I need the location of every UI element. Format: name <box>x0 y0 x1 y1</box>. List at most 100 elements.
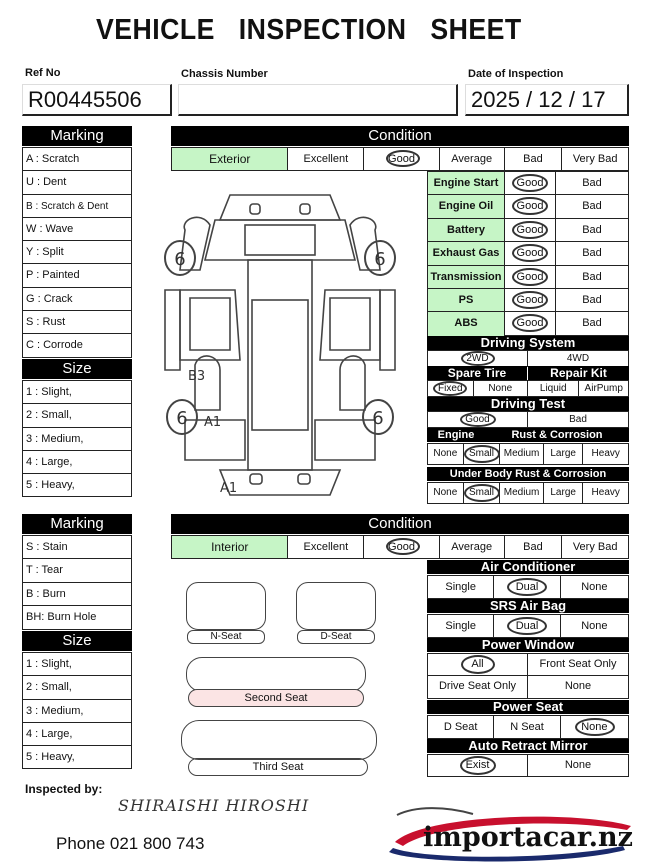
underbody-row: None Small Medium Large Heavy <box>427 482 629 504</box>
underbody-option[interactable]: Medium <box>500 483 544 503</box>
rust-option[interactable]: Heavy <box>591 448 620 459</box>
ac-option[interactable]: None <box>581 581 608 593</box>
drive-option-selected[interactable]: 2WD <box>428 351 528 366</box>
check-bad[interactable]: Bad <box>582 293 602 306</box>
title-word: INSPECTION <box>238 14 407 46</box>
option-label: 2WD <box>466 353 489 364</box>
condition-header: Condition <box>171 126 629 146</box>
option-label: Small <box>468 448 494 459</box>
repair-option[interactable]: AirPump <box>584 383 623 394</box>
check-good[interactable]: Good <box>505 195 556 218</box>
marking-header: Marking <box>22 126 132 146</box>
list-item: 3 : Medium, <box>23 700 131 723</box>
arm-option-selected[interactable]: Exist <box>428 755 528 776</box>
option-label: Fixed <box>438 383 463 394</box>
date-label: Date of Inspection <box>468 68 564 80</box>
condition-option[interactable]: Bad <box>505 148 563 170</box>
check-bad[interactable]: Bad <box>582 200 602 213</box>
rust-option[interactable]: Medium <box>500 444 544 464</box>
condition-option[interactable]: Very Bad <box>572 153 618 165</box>
ref-field: R00445506 <box>22 84 172 116</box>
ac-option-selected[interactable]: Dual <box>494 576 561 598</box>
condition-option[interactable]: Excellent <box>288 536 365 558</box>
underbody-option-selected[interactable]: Small <box>463 483 501 503</box>
list-item: B : Burn <box>23 583 131 606</box>
driving-system-row: 2WD 4WD <box>427 350 629 367</box>
option-label: All <box>471 658 484 670</box>
condition-option[interactable]: Very Bad <box>572 541 618 553</box>
damage-mark: A1 <box>204 415 221 430</box>
drive-option[interactable]: 4WD <box>566 353 590 364</box>
test-option[interactable]: Bad <box>569 414 587 425</box>
underbody-option[interactable]: None <box>428 483 464 503</box>
driving-test-row: Good Bad <box>427 411 629 428</box>
repair-option[interactable]: Liquid <box>528 381 580 396</box>
condition-option[interactable]: Bad <box>505 536 563 558</box>
rust-option[interactable]: Large <box>544 444 584 464</box>
check-item: Transmission <box>428 265 505 288</box>
d-seat-label: D-Seat <box>297 630 375 644</box>
underbody-option[interactable]: Large <box>544 483 584 503</box>
check-good[interactable]: Good <box>505 218 556 242</box>
option-label: Dual <box>515 581 539 593</box>
driving-test-header: Driving Test <box>427 397 629 411</box>
ps-option[interactable]: D Seat <box>428 716 495 738</box>
srs-option-selected[interactable]: Dual <box>494 615 561 637</box>
ps-option-selected[interactable]: None <box>561 716 628 738</box>
test-option-selected[interactable]: Good <box>428 412 528 427</box>
power-window-row-1: All Front Seat Only <box>427 653 629 676</box>
interior-condition-header: Condition <box>171 514 629 534</box>
srs-option[interactable]: Single <box>428 615 495 637</box>
underbody-option[interactable]: Heavy <box>591 487 620 498</box>
power-seat-row: D Seat N Seat None <box>427 715 629 739</box>
option-label: Good <box>516 200 544 213</box>
check-good[interactable]: Good <box>505 265 556 288</box>
air-conditioner-header: Air Conditioner <box>427 560 629 574</box>
check-bad[interactable]: Bad <box>582 247 602 260</box>
condition-option[interactable]: Excellent <box>288 148 365 170</box>
engine-rust-row: None Small Medium Large Heavy <box>427 443 629 465</box>
size-list: 1 : Slight, 2 : Small, 3 : Medium, 4 : L… <box>22 380 132 497</box>
arm-option[interactable]: None <box>564 759 592 771</box>
check-bad[interactable]: Bad <box>582 317 602 330</box>
list-item: P : Painted <box>23 264 131 288</box>
condition-option[interactable]: Average <box>440 148 505 170</box>
check-bad[interactable]: Bad <box>582 177 602 189</box>
pw-option[interactable]: None <box>564 680 592 692</box>
pw-option[interactable]: Front Seat Only <box>539 658 617 670</box>
list-item: B : Scratch & Dent <box>23 195 131 218</box>
damage-mark: B3 <box>188 369 205 384</box>
condition-option[interactable]: Average <box>440 536 505 558</box>
condition-option-selected[interactable]: Good <box>364 536 440 558</box>
spare-option[interactable]: None <box>474 381 528 396</box>
phone-number: Phone 021 800 743 <box>56 834 205 853</box>
check-bad[interactable]: Bad <box>582 270 602 283</box>
ps-option[interactable]: N Seat <box>494 716 561 738</box>
power-window-row-2: Drive Seat Only None <box>427 676 629 699</box>
option-label: Small <box>468 487 494 498</box>
exterior-condition-row: Exterior Excellent Good Average Bad Very… <box>171 147 629 171</box>
srs-option[interactable]: None <box>581 620 608 632</box>
ac-option[interactable]: Single <box>428 576 495 598</box>
rust-option[interactable]: None <box>428 444 464 464</box>
check-good[interactable]: Good <box>505 242 556 265</box>
pw-option[interactable]: Drive Seat Only <box>428 676 528 698</box>
list-item: G : Crack <box>23 288 131 312</box>
check-bad[interactable]: Bad <box>582 223 602 236</box>
rust-option-selected[interactable]: Small <box>463 444 501 464</box>
list-item: 5 : Heavy, <box>26 479 75 492</box>
check-good[interactable]: Good <box>505 172 556 195</box>
option-label: Good <box>516 177 544 189</box>
pw-option-selected[interactable]: All <box>428 654 528 675</box>
option-label: Good <box>388 153 415 165</box>
spare-option-selected[interactable]: Fixed <box>428 381 474 396</box>
auto-retract-mirror-row: Exist None <box>427 754 629 777</box>
check-good[interactable]: Good <box>505 288 556 312</box>
condition-option-selected[interactable]: Good <box>364 148 440 170</box>
driving-system-header: Driving System <box>427 336 629 350</box>
logo-swoosh-icon <box>389 816 631 862</box>
check-good[interactable]: Good <box>505 312 556 336</box>
